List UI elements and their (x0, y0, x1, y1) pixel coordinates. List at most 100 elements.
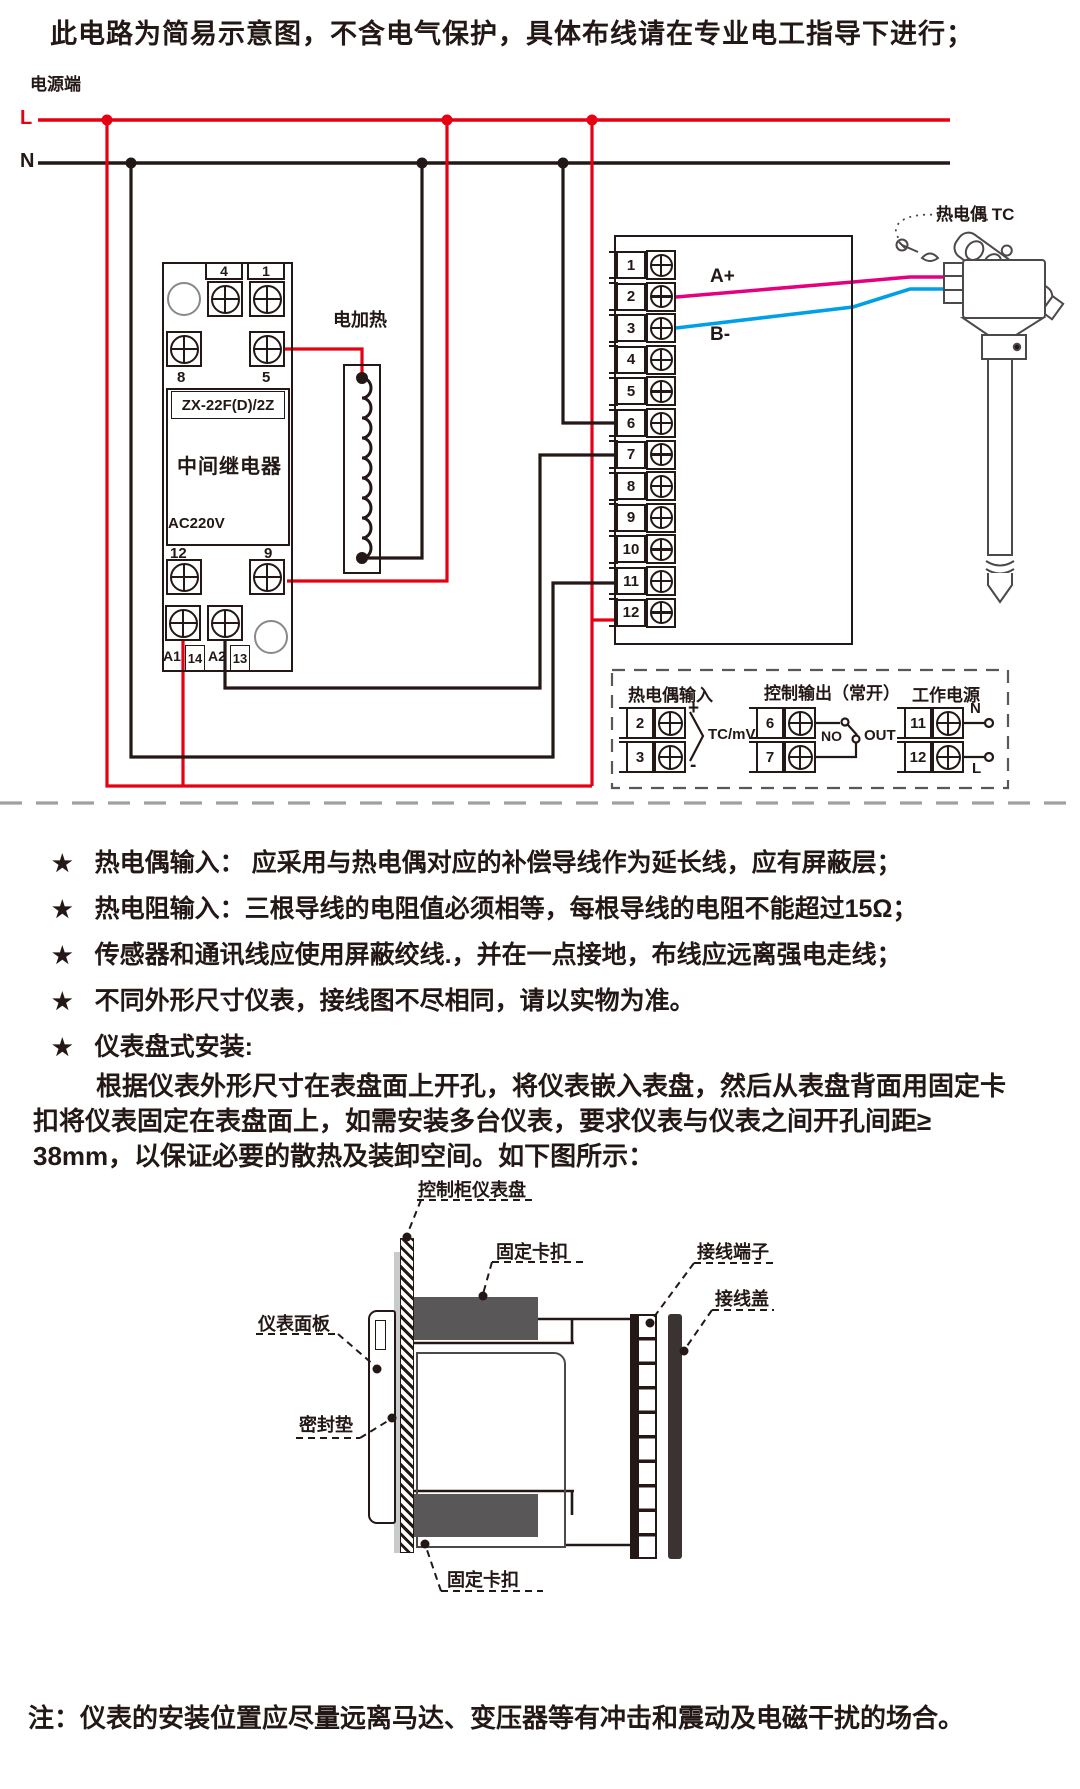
relay-terminal-number: 4 (205, 262, 243, 280)
relay-mount-hole-icon (167, 282, 201, 316)
live-label: L (972, 760, 982, 777)
gasket-label: 密封垫 (299, 1415, 353, 1435)
screw-terminal-icon (646, 502, 676, 533)
terminal-number: 2 (619, 706, 654, 740)
gasket-strip (394, 1252, 400, 1553)
cabinet-panel-label: 控制柜仪表盘 (418, 1180, 526, 1200)
screw-terminal-icon (249, 331, 285, 367)
clip-top-label: 固定卡扣 (496, 1242, 568, 1262)
install-paragraph-line: 扣将仪表固定在表盘面上，如需安装多台仪表，要求仪表与仪表之间开孔间距≥ (33, 1106, 932, 1136)
screw-terminal-icon (646, 313, 676, 344)
relay-terminal-number: A1 (163, 648, 181, 664)
relay-terminal-number: 14 (185, 645, 205, 671)
terminal-cover-bar (668, 1314, 682, 1559)
relay-terminal-number: 12 (170, 545, 187, 562)
terminal-number: 6 (609, 408, 646, 438)
screw-terminal-icon (932, 707, 964, 739)
screw-terminal-icon (165, 605, 201, 641)
screw-terminal-icon (654, 741, 686, 773)
screw-terminal-icon (207, 605, 243, 641)
note-bullet: ★不同外形尺寸仪表，接线图不尽相同，请以实物为准。 (52, 987, 695, 1015)
tc-signal-label: TC/mV (708, 726, 756, 743)
legend-tc-input-title: 热电偶输入 (628, 686, 713, 705)
screw-terminal-icon (207, 281, 243, 317)
controller-body (614, 235, 853, 645)
cabinet-panel-bar (400, 1238, 414, 1553)
polarity-minus: - (690, 755, 697, 776)
thermocouple-icon (894, 213, 1065, 604)
install-paragraph-line: 38mm，以保证必要的散热及装卸空间。如下图所示： (33, 1141, 655, 1171)
thermocouple-label: 热电偶 TC (936, 205, 1015, 224)
terminal-number: 7 (749, 740, 784, 774)
fixing-clip-top (414, 1297, 538, 1340)
terminal-number: 10 (609, 534, 646, 564)
legend-ctrl-out-title: 控制输出（常开） (764, 684, 900, 703)
screw-terminal-icon (646, 597, 676, 628)
screw-terminal-icon (646, 344, 676, 375)
terminal-number: 7 (609, 440, 646, 469)
terminal-number: 1 (609, 250, 646, 280)
relay-voltage: AC220V (168, 515, 225, 532)
star-icon: ★ (52, 850, 73, 876)
screw-terminal-icon (784, 741, 816, 773)
neutral-line-label: N (20, 150, 35, 172)
polarity-plus: + (688, 698, 700, 719)
footer-note: 注：仪表的安装位置应尽量远离马达、变压器等有冲击和震动及电磁干扰的场合。 (28, 1703, 965, 1733)
terminal-number: 3 (619, 740, 654, 774)
star-icon: ★ (52, 896, 73, 922)
star-icon: ★ (52, 988, 73, 1014)
terminal-number: 12 (897, 740, 932, 774)
note-bullet: ★热电偶输入： 应采用与热电偶对应的补偿导线作为延长线，应有屏蔽层； (52, 849, 902, 877)
screw-terminal-icon (646, 376, 676, 407)
fixing-clip-bottom (414, 1494, 538, 1537)
relay-terminal-number: A2 (208, 648, 226, 664)
relay-terminal-number: 1 (247, 262, 285, 280)
terminal-number: 3 (609, 313, 646, 343)
screw-terminal-icon (784, 707, 816, 739)
terminal-strip-rail (630, 1314, 637, 1559)
front-panel-notch (375, 1320, 386, 1350)
screw-terminal-icon (646, 566, 676, 596)
relay-terminal-number: 5 (262, 369, 271, 386)
terminal-number: 5 (609, 376, 646, 406)
screw-terminal-icon (646, 408, 676, 438)
live-line-label: L (20, 107, 33, 129)
terminal-number: 9 (609, 503, 646, 533)
terminal-number: 11 (897, 706, 932, 740)
out-label: OUT (864, 727, 896, 744)
heater-element (343, 364, 381, 574)
no-contact-label: NO (821, 728, 842, 744)
relay-terminal-number: 9 (264, 545, 273, 562)
terminals-label: 接线端子 (697, 1242, 769, 1262)
terminal-number: 6 (749, 706, 784, 740)
heater-label: 电加热 (333, 310, 387, 330)
cover-label: 接线盖 (715, 1289, 769, 1309)
screw-terminal-icon (654, 707, 686, 739)
note-bullet: ★传感器和通讯线应使用屏蔽绞线.，并在一点接地，布线应远离强电走线； (52, 941, 902, 969)
terminal-number: 8 (609, 471, 646, 501)
relay-model: ZX-22F(D)/2Z (171, 391, 285, 419)
screw-terminal-icon (166, 559, 202, 595)
instrument-case (416, 1352, 566, 1548)
clip-bottom-label: 固定卡扣 (447, 1570, 519, 1590)
screw-terminal-icon (932, 741, 964, 773)
screw-terminal-icon (646, 471, 676, 502)
screw-terminal-icon (249, 281, 285, 317)
front-panel-label: 仪表面板 (258, 1314, 330, 1334)
tc-plus-label: A+ (710, 266, 735, 287)
terminal-number: 12 (609, 598, 646, 627)
relay-name: 中间继电器 (177, 456, 282, 478)
terminal-number: 11 (609, 566, 646, 596)
relay-mount-hole-icon (254, 620, 288, 654)
screw-terminal-icon (646, 250, 676, 280)
screw-terminal-icon (646, 281, 676, 312)
terminal-strip-cells (637, 1314, 657, 1559)
note-bullet: ★仪表盘式安装: (52, 1033, 253, 1061)
star-icon: ★ (52, 1034, 73, 1060)
page-title: 此电路为简易示意图，不含电气保护，具体布线请在专业电工指导下进行； (50, 19, 974, 49)
neutral-label: N (970, 700, 981, 717)
screw-terminal-icon (646, 534, 676, 565)
relay-terminal-number: 8 (177, 369, 186, 386)
screw-terminal-icon (166, 331, 202, 367)
